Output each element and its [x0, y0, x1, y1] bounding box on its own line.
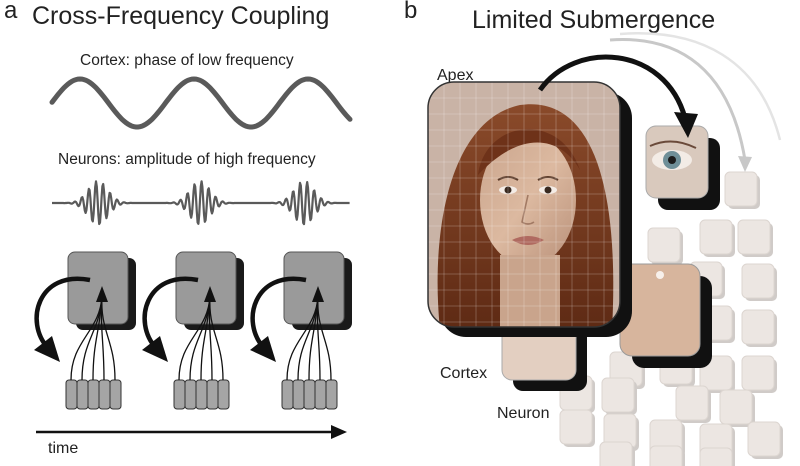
cortex-caption: Cortex: phase of low frequency [80, 52, 294, 69]
panel-a-title: Cross-Frequency Coupling [32, 2, 330, 30]
neuron-tile [741, 309, 775, 345]
neuron-tile [649, 445, 683, 466]
panel-a-letter: a [4, 0, 18, 24]
neuron-tile [699, 219, 733, 255]
cortex-label: Cortex [440, 365, 488, 382]
neuron-tile [741, 355, 775, 391]
apex-arrow [537, 54, 698, 138]
coupling-units [34, 251, 352, 410]
low-frequency-wave [49, 76, 353, 130]
neuron-tile [719, 389, 753, 425]
neuron-tile [601, 377, 635, 413]
cortex-tile-eye [645, 125, 720, 210]
time-label: time [48, 440, 79, 457]
neuron-tile [747, 421, 781, 457]
panel-b-letter: b [404, 0, 418, 24]
apex-label: Apex [437, 67, 474, 84]
apex-tile [427, 81, 632, 337]
neuron-label: Neuron [497, 405, 550, 422]
coupling-unit [250, 251, 352, 410]
faint-arrows [609, 32, 782, 172]
neuron-tile [737, 219, 771, 255]
neuron-tile [559, 409, 593, 445]
cortex-tile-skin [619, 263, 712, 368]
neuron-tile [724, 171, 758, 207]
neuron-tile [647, 227, 681, 263]
neurons-caption: Neurons: amplitude of high frequency [58, 151, 316, 168]
panel-b-title: Limited Submergence [472, 6, 716, 34]
neuron-tile [599, 441, 633, 466]
neuron-tile [741, 263, 775, 299]
neuron-tiles [559, 171, 783, 466]
coupling-unit [142, 251, 244, 410]
neuron-tile [699, 447, 733, 466]
high-frequency-wave [51, 180, 350, 226]
time-arrow [36, 425, 347, 439]
coupling-unit [34, 251, 136, 410]
neuron-tile [675, 385, 709, 421]
